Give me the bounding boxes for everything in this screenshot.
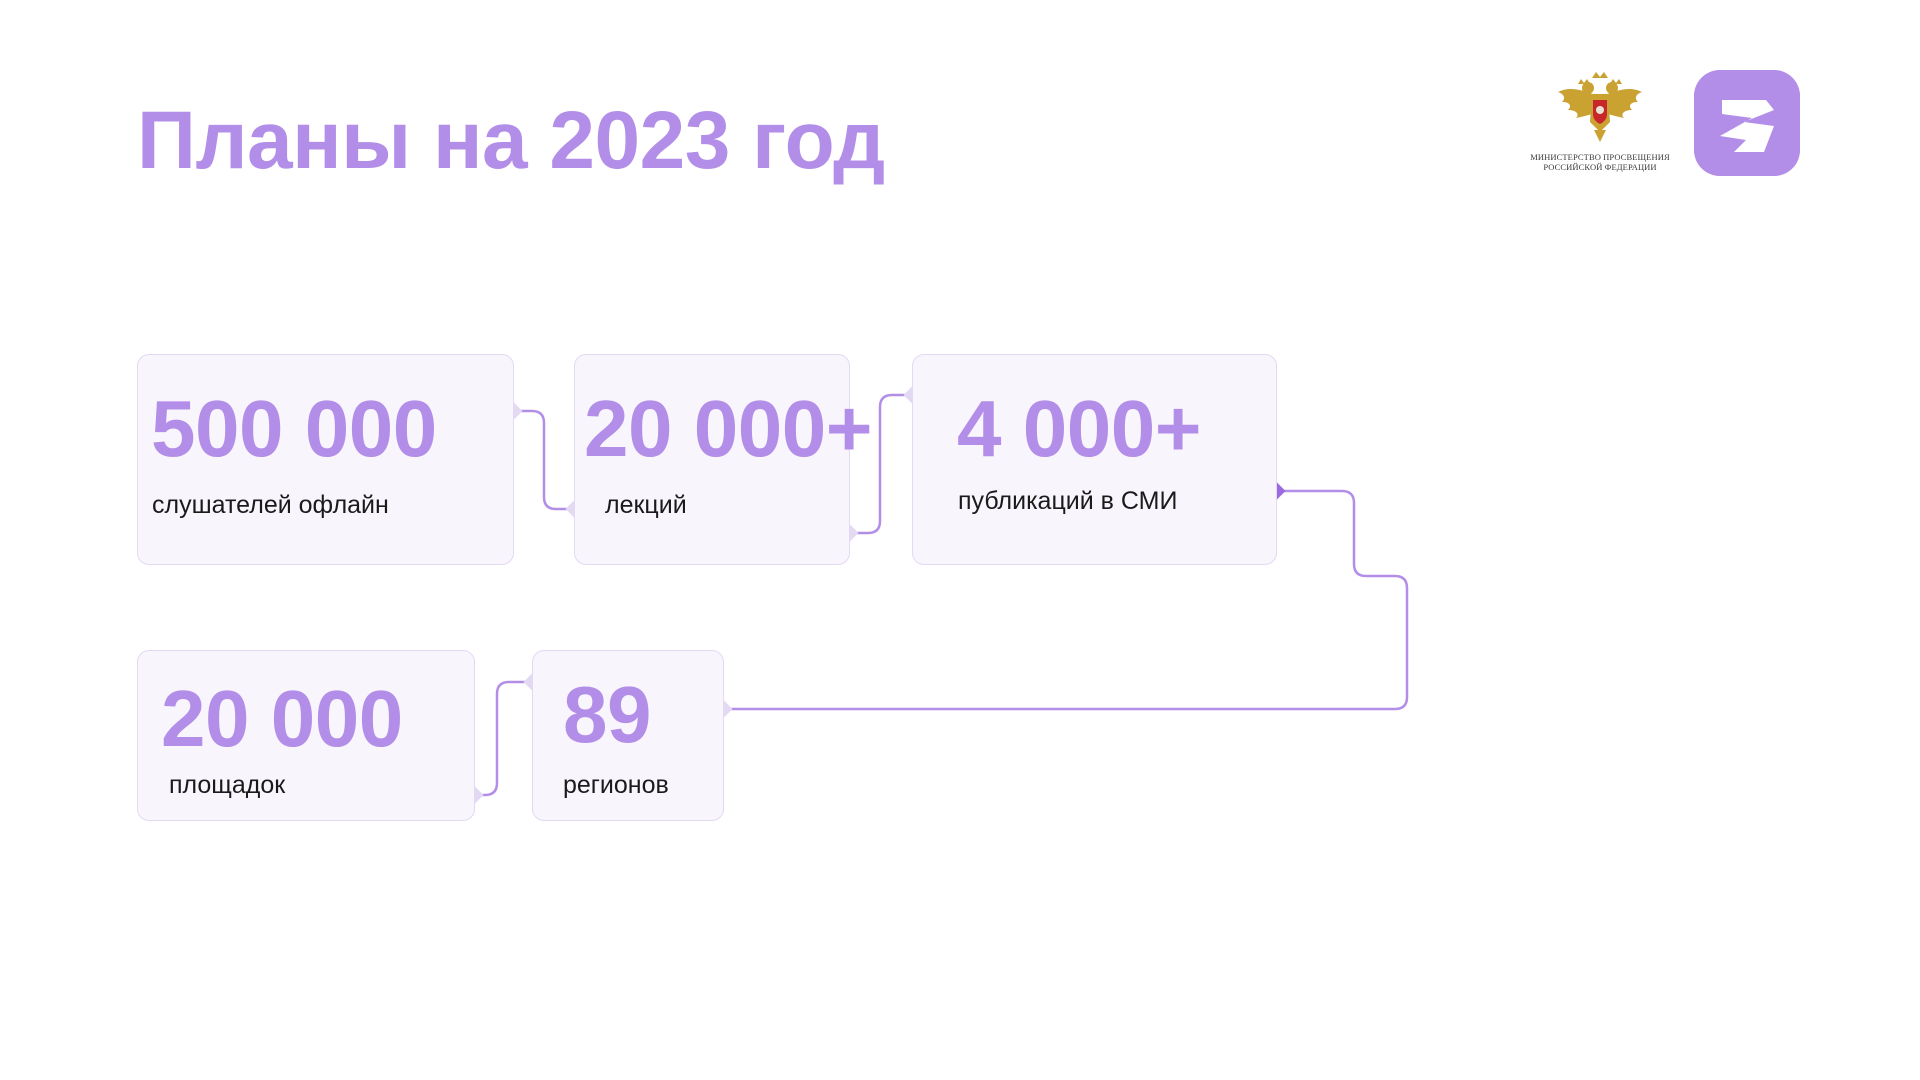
ministry-name: Министерство просвещения Российской Феде… — [1530, 152, 1670, 172]
logos: Министерство просвещения Российской Феде… — [1530, 68, 1800, 176]
stat-value: 4 000+ — [957, 384, 1201, 473]
stat-label: публикаций в СМИ — [958, 487, 1178, 515]
stat-label: лекций — [605, 491, 687, 519]
stat-card-lectures: 20 000+ лекций — [574, 354, 872, 565]
stat-label: регионов — [563, 771, 669, 799]
stat-value: 20 000+ — [584, 384, 872, 473]
znanie-logo-icon — [1694, 70, 1800, 176]
stat-value: 20 000 — [161, 674, 403, 763]
stat-card-venues: 20 000 площадок — [137, 650, 475, 821]
stat-card-publications: 4 000+ публикаций в СМИ — [912, 354, 1277, 565]
stat-label: площадок — [169, 771, 286, 799]
stat-label: слушателей офлайн — [152, 491, 389, 519]
ministry-logo: Министерство просвещения Российской Феде… — [1530, 68, 1670, 172]
coat-of-arms-icon — [1558, 72, 1642, 142]
page-title: Планы на 2023 год — [137, 95, 885, 186]
stat-card-regions: 89 регионов — [532, 650, 724, 821]
stat-value: 89 — [563, 670, 651, 759]
stat-card-listeners: 500 000 слушателей офлайн — [137, 354, 514, 565]
stat-value: 500 000 — [151, 384, 437, 473]
